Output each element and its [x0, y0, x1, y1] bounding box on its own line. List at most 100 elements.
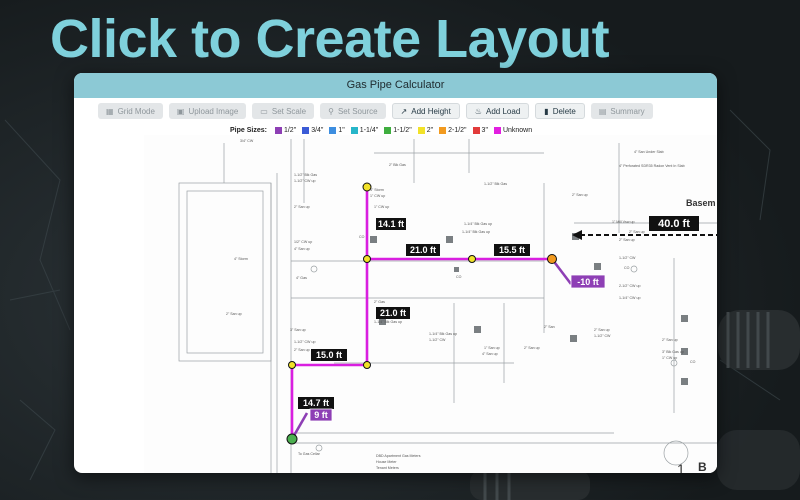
source-arrow	[572, 230, 717, 240]
delete-button[interactable]: ▮ Delete	[535, 103, 585, 119]
pipe-node[interactable]	[362, 182, 372, 192]
sheet-ref-letter: B	[698, 460, 707, 473]
plan-note: 1" Mill Vsw up	[612, 220, 634, 224]
grid-mode-button[interactable]: ▦ Grid Mode	[98, 103, 163, 119]
plan-note: 1-1/2" CW	[594, 334, 611, 338]
height-label[interactable]: -10 ft	[570, 274, 606, 289]
pin-icon: ⚲	[328, 106, 334, 116]
window-title: Gas Pipe Calculator	[74, 73, 717, 98]
button-label: Add Height	[411, 106, 451, 116]
set-scale-button[interactable]: ▭ Set Scale	[252, 103, 315, 119]
button-label: Set Scale	[271, 106, 307, 116]
plan-note: 1-1/2" CW up	[294, 179, 315, 183]
legend-swatch	[329, 126, 337, 134]
legend-label: 2"	[426, 126, 434, 134]
floor-plan-canvas[interactable]: 3/4" CW 1-1/2" Blk Gas 1-1/2" CW up 2" B…	[144, 135, 717, 473]
set-source-button[interactable]: ⚲ Set Source	[320, 103, 386, 119]
legend-swatch	[384, 126, 392, 134]
pipe-nodes	[286, 182, 557, 445]
pipe-node[interactable]	[288, 361, 296, 369]
length-label[interactable]: 14.7 ft	[298, 397, 334, 409]
height-segment[interactable]	[550, 258, 573, 285]
legend-item: 1/2"	[274, 126, 296, 134]
legend-item: 1-1/2"	[384, 126, 412, 134]
legend-swatch	[302, 126, 310, 134]
plan-note: Tenant Meters	[376, 466, 399, 470]
plan-note: 2" San up	[629, 230, 645, 234]
legend-item: 1"	[329, 126, 345, 134]
legend-label: 1-1/2"	[393, 126, 412, 134]
legend-swatch	[274, 126, 282, 134]
legend-item: Unknown	[493, 126, 532, 134]
toolbar: ▦ Grid Mode ▣ Upload Image ▭ Set Scale ⚲…	[74, 103, 717, 121]
floor-plan-drawing	[178, 139, 717, 473]
plan-note: 2" San up	[524, 346, 540, 350]
button-label: Add Load	[486, 106, 521, 116]
button-label: Delete	[552, 106, 576, 116]
source-distance-label[interactable]: 40.0 ft	[649, 216, 699, 231]
plan-note: 3/4" CW	[240, 139, 254, 143]
button-label: Grid Mode	[117, 106, 155, 116]
pipe-node[interactable]	[547, 254, 557, 264]
legend-title: Pipe Sizes:	[230, 126, 267, 134]
plan-note: 2-1/2" CW up	[619, 284, 640, 288]
add-load-button[interactable]: ♨ Add Load	[465, 103, 530, 119]
upload-image-button[interactable]: ▣ Upload Image	[168, 103, 247, 119]
pipe-length-labels: 14.1 ft 21.0 ft 15.5 ft 21.0 ft 15.0 ft …	[298, 216, 699, 422]
pipe-runs	[290, 185, 554, 441]
plan-note: 1-1/4" Blk Gas up	[462, 230, 490, 234]
legend-swatch	[472, 126, 480, 134]
plan-note: 3" San up	[290, 328, 306, 332]
plan-note: 1" CW up	[370, 194, 385, 198]
length-label[interactable]: 14.1 ft	[376, 218, 406, 230]
length-label[interactable]: 15.5 ft	[494, 244, 530, 256]
summary-button[interactable]: ▤ Summary	[590, 103, 653, 119]
pipe-node[interactable]	[363, 361, 371, 369]
legend-item: 1-1/4"	[350, 126, 378, 134]
plan-note: 1-1/2" CW	[429, 338, 446, 342]
height-label[interactable]: 9 ft	[309, 408, 333, 422]
plan-note: 1-1/4" Blk Gas up	[429, 332, 457, 336]
length-label[interactable]: 15.0 ft	[311, 349, 347, 361]
height-label-text: -10 ft	[577, 277, 599, 287]
legend-swatch	[350, 126, 358, 134]
length-label[interactable]: 21.0 ft	[406, 244, 440, 256]
plan-note: 1" San up	[484, 346, 500, 350]
plan-note: 1-1/2" Blk Gas	[294, 173, 317, 177]
plan-note: DBD Apartment Gas Meters	[376, 454, 421, 458]
legend-label: 2-1/2"	[448, 126, 467, 134]
plan-notes: 3/4" CW 1-1/2" Blk Gas 1-1/2" CW up 2" B…	[226, 139, 696, 470]
plan-note: House Meter	[376, 460, 397, 464]
plan-note: 2" San	[544, 325, 555, 329]
height-label-text: 9 ft	[314, 410, 328, 420]
headline: Click to Create Layout	[50, 9, 610, 69]
gas-source-node[interactable]	[286, 433, 298, 445]
plan-note: To Gas Cellar	[298, 452, 321, 456]
sheet-ref-number: 1	[677, 461, 685, 473]
length-label[interactable]: 21.0 ft	[376, 307, 410, 319]
length-label-text: 15.0 ft	[316, 350, 342, 360]
plan-note: 2" San up	[594, 328, 610, 332]
plan-note: 4" San Under Slab	[634, 150, 664, 154]
legend-swatch	[439, 126, 447, 134]
plan-note: 1-1/4" Blk Gas up	[374, 320, 402, 324]
plan-note: 2" San up	[572, 193, 588, 197]
plan-note: CO	[359, 235, 365, 239]
plan-note: 1" CW up	[662, 356, 677, 360]
plan-note: 1-1/4" CW up	[619, 296, 640, 300]
source-distance-text: 40.0 ft	[658, 218, 690, 230]
ruler-icon: ▭	[260, 106, 268, 116]
grid-icon: ▦	[106, 106, 114, 116]
plan-note: CO	[624, 266, 630, 270]
button-label: Summary	[610, 106, 645, 116]
clipboard-icon: ▤	[598, 106, 607, 116]
add-height-button[interactable]: ↗ Add Height	[391, 103, 460, 119]
plan-note: 2" Gas	[374, 300, 385, 304]
pipe-node[interactable]	[468, 255, 476, 263]
plan-note: 2" San up	[662, 338, 678, 342]
trash-icon: ▮	[544, 106, 549, 116]
pipe-node[interactable]	[363, 255, 371, 263]
plan-note: 1-1/2" CW	[619, 256, 636, 260]
plan-note: CO	[690, 360, 696, 364]
legend-swatch	[493, 126, 501, 134]
